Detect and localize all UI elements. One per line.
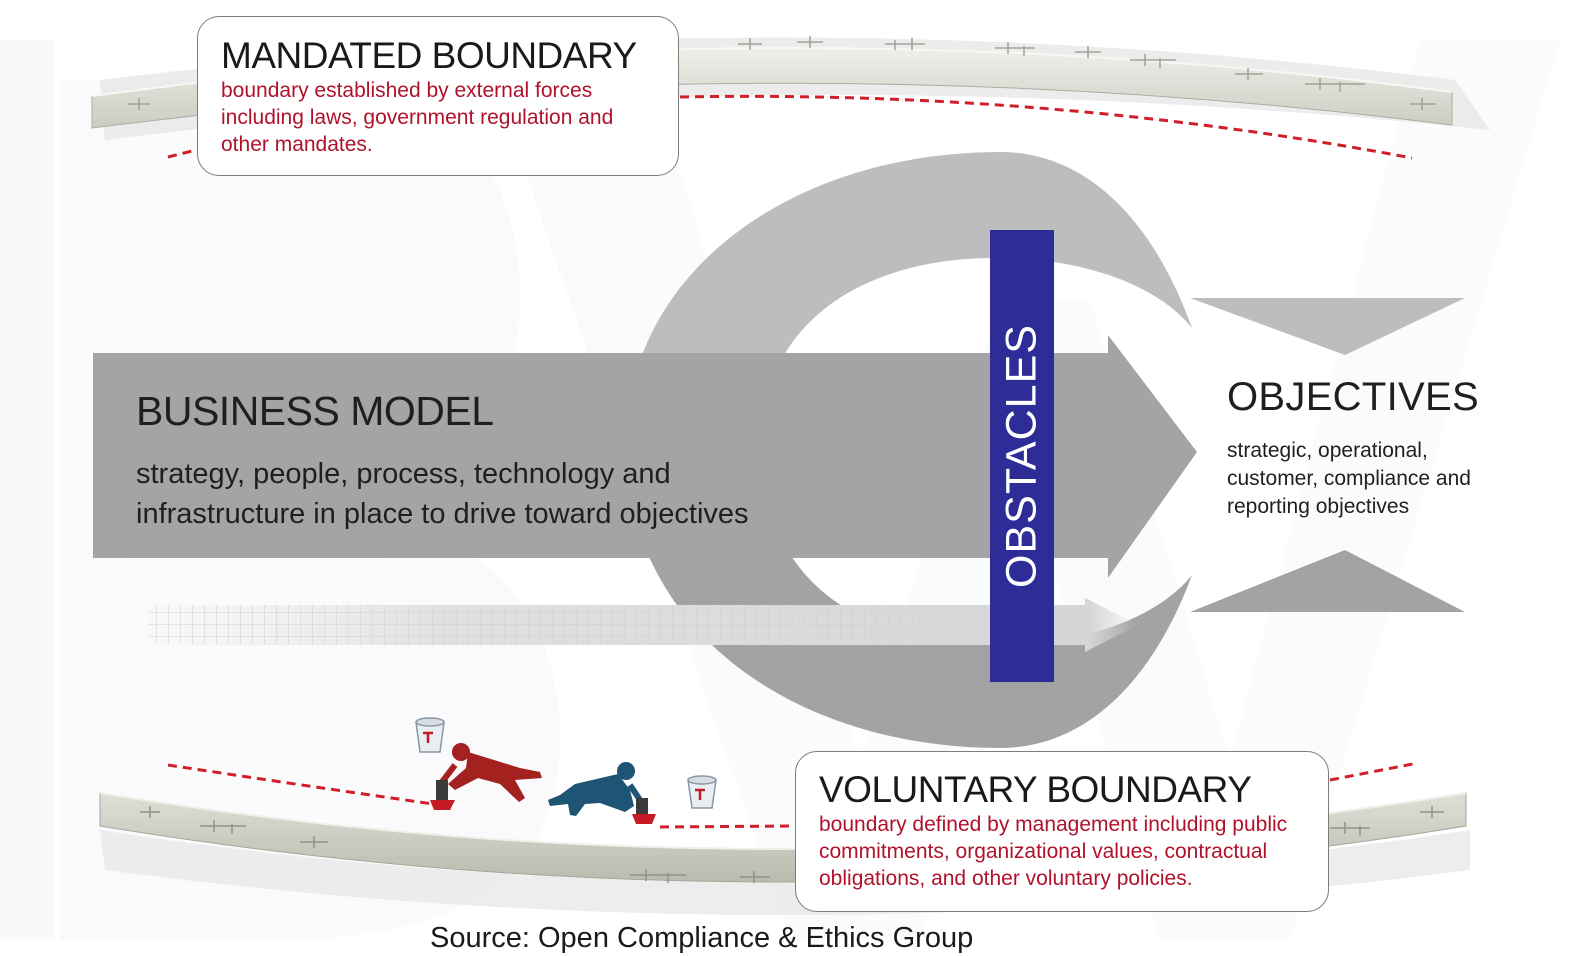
mandated-boundary-description: boundary established by external forces … — [221, 77, 613, 158]
mandated-boundary-desc-line: including laws, government regulation an… — [221, 106, 614, 129]
voluntary-boundary-desc-line: boundary defined by management including… — [819, 813, 1288, 836]
painter-red-icon — [430, 743, 542, 810]
painter-blue-icon — [548, 762, 656, 824]
business-model-arrow — [93, 335, 1197, 578]
voluntary-boundary-title: VOLUNTARY BOUNDARY — [819, 769, 1252, 810]
source-credit: Source: Open Compliance & Ethics Group — [430, 922, 974, 954]
mandated-boundary-desc-line: other mandates. — [221, 133, 373, 156]
voluntary-boundary-description: boundary defined by management including… — [819, 811, 1287, 892]
obstacles-bar: OBSTACLES — [990, 230, 1054, 682]
objectives-title: OBJECTIVES — [1227, 375, 1479, 419]
objectives-description: strategic, operational, customer, compli… — [1227, 437, 1471, 521]
cycle-arrows — [625, 152, 1465, 748]
business-model-desc-line: infrastructure in place to drive toward … — [136, 498, 749, 530]
paint-bucket-icon — [415, 717, 445, 753]
mandated-boundary-desc-line: boundary established by external forces — [221, 79, 593, 102]
voluntary-boundary-callout: VOLUNTARY BOUNDARY boundary defined by m… — [795, 751, 1329, 912]
obstacles-label: OBSTACLES — [997, 324, 1046, 588]
mandated-boundary-callout: MANDATED BOUNDARY boundary established b… — [197, 16, 679, 176]
voluntary-boundary-desc-line: commitments, organizational values, cont… — [819, 840, 1268, 863]
business-model-desc-line: strategy, people, process, technology an… — [136, 458, 671, 490]
objectives-desc-line: reporting objectives — [1227, 495, 1410, 518]
objectives-desc-line: customer, compliance and — [1227, 467, 1471, 490]
objectives-desc-line: strategic, operational, — [1227, 439, 1428, 462]
business-model-description: strategy, people, process, technology an… — [136, 454, 749, 534]
shadow-arrow — [148, 598, 1138, 652]
mandated-boundary-title: MANDATED BOUNDARY — [221, 35, 637, 76]
business-model-title: BUSINESS MODEL — [136, 388, 494, 434]
paint-bucket-icon — [687, 775, 717, 809]
voluntary-boundary-desc-line: obligations, and other voluntary policie… — [819, 867, 1193, 890]
boundary-dashed-lines — [167, 94, 1419, 829]
